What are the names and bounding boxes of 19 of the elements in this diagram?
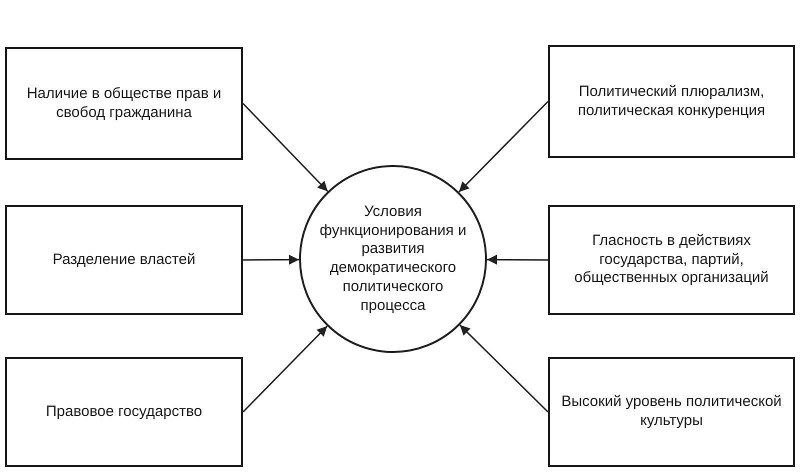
arrow	[459, 324, 549, 413]
node-text: Условия функционирования и развития демократического политического процесса	[319, 202, 467, 316]
arrow	[487, 254, 548, 265]
node-text: Гласность в действиях государства, партий, общественных организаций	[573, 232, 770, 288]
condition-box	[548, 205, 795, 315]
condition-box	[5, 357, 243, 467]
node-text: Правовое государство	[46, 402, 202, 422]
arrow	[242, 326, 328, 413]
condition-box	[548, 45, 795, 158]
condition-box	[5, 47, 243, 160]
node-text: Политический плюрализм, политическая конкуренция	[576, 82, 766, 120]
node-text: Разделение властей	[52, 250, 196, 270]
condition-box	[548, 357, 795, 467]
condition-box	[5, 205, 243, 315]
node-text: Высокий уровень политической культуры	[560, 393, 783, 431]
arrow	[243, 254, 299, 265]
arrow	[242, 102, 328, 192]
node-text: Наличие в обществе прав и свобод гражданина	[26, 84, 222, 122]
arrow	[458, 100, 549, 193]
